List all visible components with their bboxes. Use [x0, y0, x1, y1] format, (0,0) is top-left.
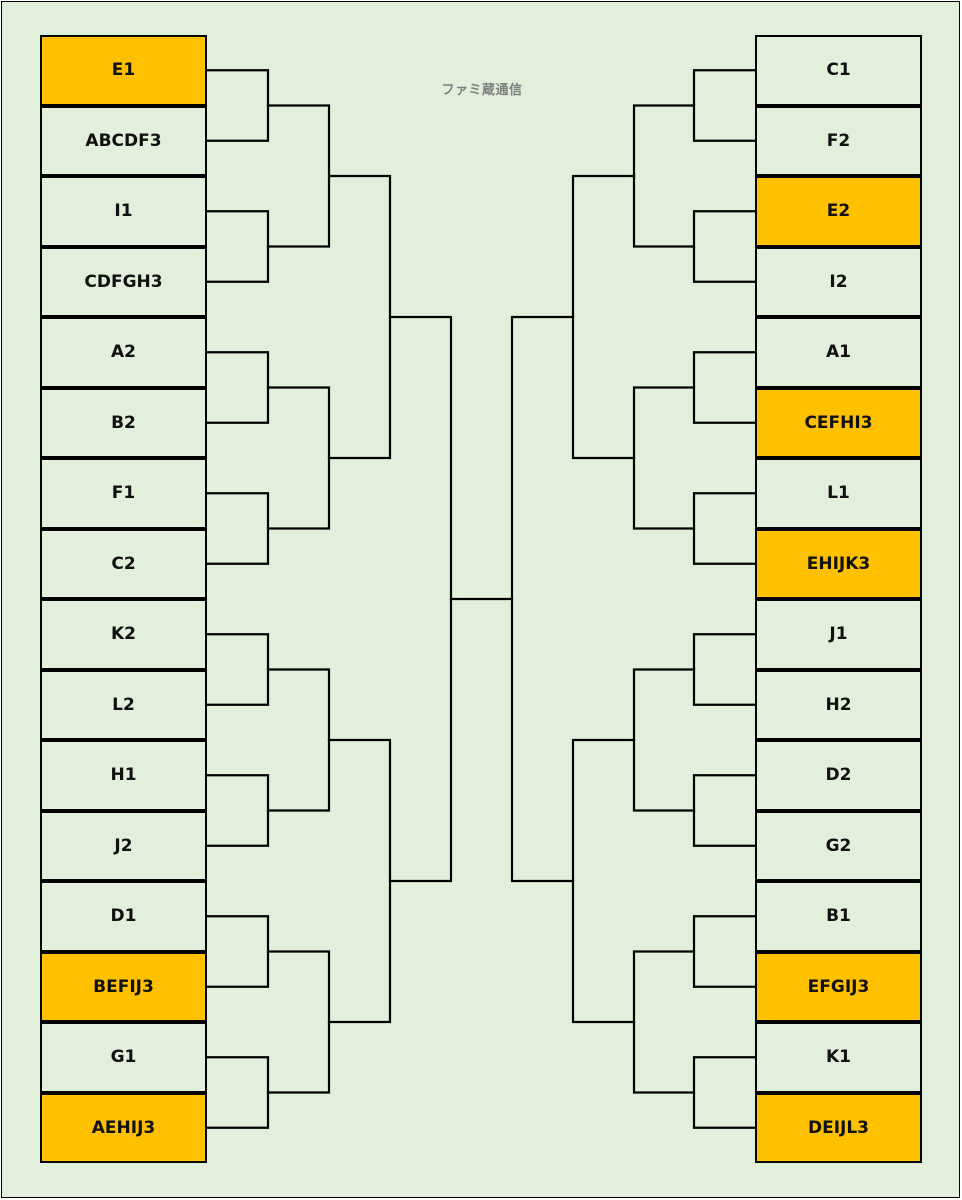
right-bracket-slot-16: DEIJL3: [755, 1092, 922, 1163]
left-bracket-slot-1: E1: [40, 35, 207, 106]
left-bracket-slot-9: K2: [40, 599, 207, 670]
right-round1-connector-2: [692, 210, 757, 283]
right-round2-connector-1: [632, 104, 696, 248]
right-round1-connector-6: [692, 774, 757, 847]
right-round1-connector-3: [692, 351, 757, 424]
right-bracket-slot-13: B1: [755, 881, 922, 952]
left-round4-connector-1: [388, 315, 453, 883]
right-bracket-slot-12: G2: [755, 810, 922, 881]
left-round1-connector-2: [205, 210, 270, 283]
right-bracket-slot-10: H2: [755, 669, 922, 740]
watermark-text: ファミ蔵通信: [441, 83, 523, 98]
right-round1-connector-8: [692, 1056, 757, 1129]
left-round2-connector-1: [266, 104, 331, 248]
right-round1-connector-7: [692, 915, 757, 988]
right-bracket-slot-6: CEFHI3: [755, 387, 922, 458]
left-bracket-slot-14: BEFIJ3: [40, 951, 207, 1022]
right-round2-connector-2: [632, 386, 696, 530]
left-bracket-slot-5: A2: [40, 317, 207, 388]
left-bracket-slot-12: J2: [40, 810, 207, 881]
left-bracket-slot-8: C2: [40, 528, 207, 599]
left-round1-connector-8: [205, 1056, 270, 1129]
right-round1-connector-1: [692, 69, 757, 142]
right-round1-connector-5: [692, 633, 757, 706]
right-bracket-slot-11: D2: [755, 740, 922, 811]
left-round1-connector-7: [205, 915, 270, 988]
left-bracket-slot-2: ABCDF3: [40, 105, 207, 176]
left-round1-connector-3: [205, 351, 270, 424]
left-round3-connector-1: [327, 174, 392, 460]
right-bracket-slot-4: I2: [755, 246, 922, 317]
right-bracket-slot-1: C1: [755, 35, 922, 106]
right-round4-connector-1: [510, 315, 575, 883]
left-bracket-slot-15: G1: [40, 1022, 207, 1093]
left-round1-connector-1: [205, 69, 270, 142]
right-bracket-slot-14: EFGIJ3: [755, 951, 922, 1022]
left-round1-connector-4: [205, 492, 270, 565]
right-round2-connector-3: [632, 668, 696, 812]
left-bracket-slot-10: L2: [40, 669, 207, 740]
left-round2-connector-4: [266, 950, 331, 1094]
left-bracket-slot-11: H1: [40, 740, 207, 811]
right-bracket-slot-5: A1: [755, 317, 922, 388]
right-round2-connector-4: [632, 950, 696, 1094]
right-bracket-slot-8: EHIJK3: [755, 528, 922, 599]
left-round1-connector-5: [205, 633, 270, 706]
left-bracket-slot-6: B2: [40, 387, 207, 458]
right-bracket-slot-15: K1: [755, 1022, 922, 1093]
left-bracket-slot-3: I1: [40, 176, 207, 247]
left-round3-connector-2: [327, 738, 392, 1024]
left-round2-connector-3: [266, 668, 331, 812]
right-round1-connector-4: [692, 492, 757, 565]
right-bracket-slot-9: J1: [755, 599, 922, 670]
right-bracket-slot-7: L1: [755, 458, 922, 529]
left-bracket-slot-7: F1: [40, 458, 207, 529]
right-bracket-slot-3: E2: [755, 176, 922, 247]
left-bracket-slot-16: AEHIJ3: [40, 1092, 207, 1163]
left-bracket-slot-13: D1: [40, 881, 207, 952]
left-bracket-slot-4: CDFGH3: [40, 246, 207, 317]
left-round1-connector-6: [205, 774, 270, 847]
right-round3-connector-2: [571, 738, 636, 1024]
right-bracket-slot-2: F2: [755, 105, 922, 176]
left-round2-connector-2: [266, 386, 331, 530]
right-round3-connector-1: [571, 174, 636, 460]
